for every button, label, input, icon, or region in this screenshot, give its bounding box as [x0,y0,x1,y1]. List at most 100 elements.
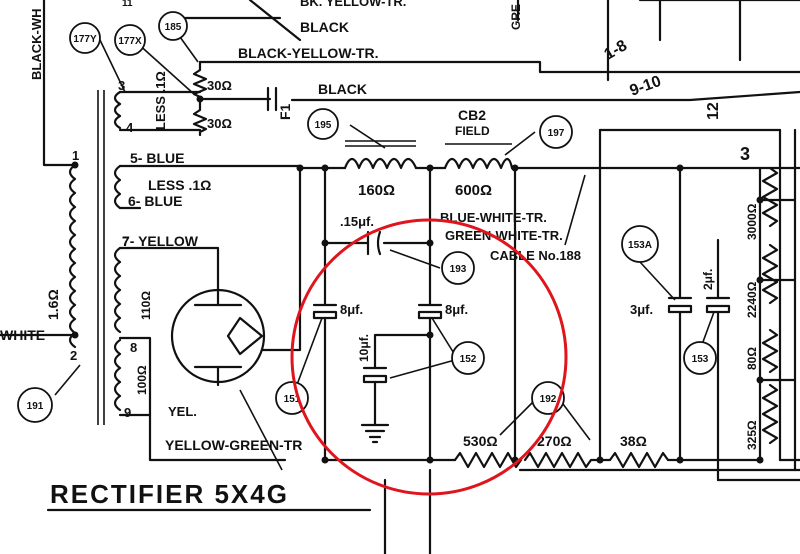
value-r530: 530Ω [463,433,498,449]
ref-152: 152 [451,341,485,375]
svg-text:193: 193 [450,264,467,275]
resistor-80 [761,328,779,374]
value-f1: F1 [277,103,293,120]
value-cap8b: 8μf. [445,302,468,317]
resistor-325 [761,383,779,445]
value-less-top: LESS .1Ω [153,71,168,130]
ref-195: 195 [307,108,339,140]
value-n9-10: 9-10 [628,73,664,100]
value-less-mid: LESS .1Ω [148,177,211,193]
svg-text:185: 185 [165,22,182,33]
pin-numbers: 1 2 3 4 7 8 9 [70,78,137,420]
primary-winding [68,161,77,349]
component-values: LESS .1Ω LESS .1Ω 30Ω 30Ω F1 1.6Ω 110Ω 1… [45,0,759,450]
value-cap2: 2μf. [701,269,715,290]
value-r80: 80Ω [745,347,759,370]
ref-185: 185 [158,11,188,41]
cap-8uf-b [417,303,443,320]
value-cap15: .15μf. [340,214,374,229]
svg-text:153: 153 [692,354,709,365]
wire-labels: BLACK-WH WHITE BLACK BK. YELLOW-TR. BLAC… [0,0,581,453]
ref-193: 193 [441,251,475,285]
ground-symbol [360,423,390,444]
label-green-white: GREEN-WHITE-TR. [445,228,563,243]
ref-191: 191 [17,387,53,423]
pin-7: 7 [122,234,129,249]
value-r100: 100Ω [135,365,149,395]
label-blue6: 6- BLUE [128,193,182,209]
ref-177Y: 177Y [69,22,101,54]
value-r110: 110Ω [139,291,153,320]
label-black-white: BLACK-WH [29,9,44,80]
svg-text:151: 151 [284,394,301,405]
ref-197: 197 [539,115,573,149]
ref-153: 153 [683,341,717,375]
value-r30a: 30Ω [207,78,232,93]
value-r325: 325Ω [745,420,759,450]
svg-text:177Y: 177Y [73,34,97,45]
resistor-2240 [761,243,779,305]
highlight-circle [290,218,568,496]
rectifier-tube [170,288,266,387]
svg-text:197: 197 [548,128,565,139]
value-r38: 38Ω [620,433,647,449]
ref-177X: 177X [114,24,146,56]
svg-text:152: 152 [460,354,477,365]
value-n3r: 3 [740,144,750,164]
label-black-yellow: BLACK-YELLOW-TR. [238,45,378,61]
label-yellow-green: YELLOW-GREEN-TR [165,437,302,453]
label-gre: GRE [509,4,523,30]
label-yel: YEL. [168,404,197,419]
f1-capacitor [266,86,278,112]
svg-text:177X: 177X [118,36,142,47]
cap-10uf [362,366,388,384]
value-n1-8: 1-8 [602,37,631,63]
svg-text:153A: 153A [628,240,652,251]
pin-2: 2 [70,348,77,363]
resistor-38 [598,451,762,469]
cap-2uf [705,296,731,314]
leader-lines [54,29,715,471]
value-n12: 12 [705,102,722,120]
cap-3uf [667,296,693,314]
value-r270: 270Ω [537,433,572,449]
value-r30b: 30Ω [207,116,232,131]
value-r2240: 2240Ω [745,281,759,318]
secondary-windings [113,90,122,412]
value-cap10: 10μf. [357,334,371,362]
junction-dots [71,95,764,464]
label-black-top: BLACK [300,19,349,35]
pin-8: 8 [130,340,137,355]
ref-153A: 153A [621,225,659,263]
cap-8uf-a [312,303,338,320]
transformer-core [97,90,105,425]
resistor-3000 [761,166,779,228]
diagram-title: RECTIFIER 5X4G [50,479,289,509]
label-cable: CABLE No.188 [490,248,581,263]
label-black-mid: BLACK [318,81,367,97]
cap-15uf [366,230,382,256]
svg-text:192: 192 [540,394,557,405]
pin-1: 1 [72,148,79,163]
resistor-270 [523,451,602,469]
value-n11: 11 [122,0,133,9]
value-field-600: 600Ω [455,182,492,199]
svg-text:195: 195 [315,120,332,131]
svg-text:191: 191 [27,401,44,412]
value-r3000: 3000Ω [745,203,759,240]
value-cap8a: 8μf. [340,302,363,317]
value-cap3: 3μf. [630,302,653,317]
pin-4: 4 [126,120,134,135]
pin-3: 3 [118,78,125,93]
value-field: FIELD [455,124,490,138]
label-white: WHITE [0,327,45,343]
field-coil-600 [443,143,514,170]
pin-9: 9 [124,405,131,420]
label-bk-yellow-top: BK. YELLOW-TR. [300,0,406,9]
value-cb2: CB2 [458,107,486,123]
label-blue5: 5- BLUE [130,150,184,166]
label-blue-white: BLUE-WHITE-TR. [440,210,547,225]
label-yellow7: 7- YELLOW [122,233,199,249]
